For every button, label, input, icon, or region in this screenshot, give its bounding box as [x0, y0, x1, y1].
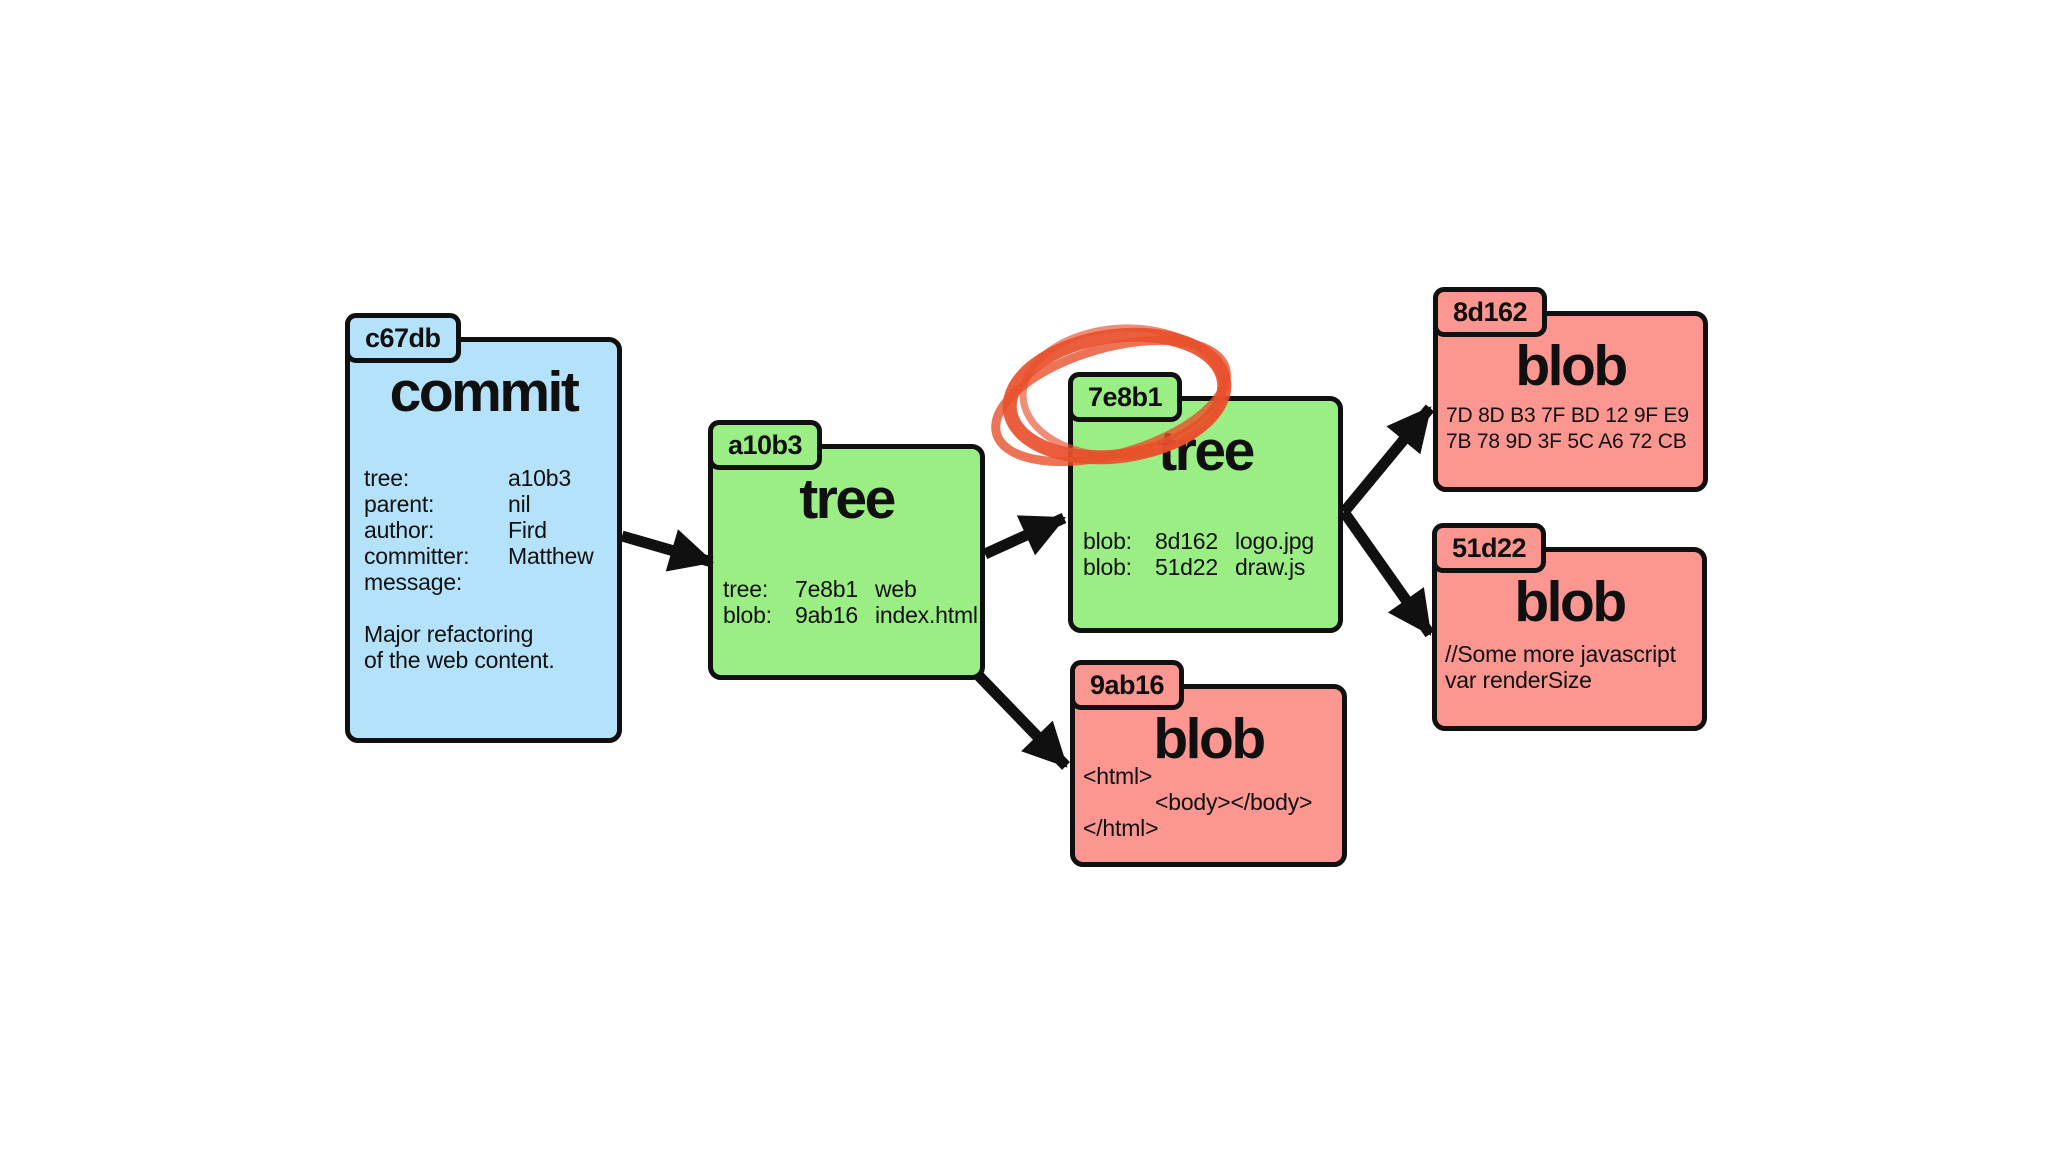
blob-51d22-box: blob //Some more javascript var renderSi… — [1432, 547, 1707, 731]
tree-7e8b1-box: tree blob: 8d162 logo.jpg blob: 51d22 dr… — [1068, 396, 1343, 633]
tree-entry: blob: 51d22 draw.js — [1083, 554, 1306, 580]
tree-7e8b1-node: 7e8b1 tree blob: 8d162 logo.jpg blob: 51… — [1068, 372, 1343, 633]
edge-tree-a10b3-to-tree-7e8b1 — [982, 512, 1067, 560]
tree-7e8b1-title: tree — [1158, 419, 1255, 483]
tree-entry: blob: 8d162 logo.jpg — [1083, 528, 1314, 554]
commit-node: c67db commit tree: a10b3 parent: nil aut… — [345, 313, 622, 743]
commit-field-message: message: — [364, 569, 463, 595]
blob-51d22-node: 51d22 blob //Some more javascript var re… — [1432, 523, 1707, 731]
blob-8d162-title: blob — [1515, 334, 1628, 398]
tree-7e8b1-entries: blob: 8d162 logo.jpg blob: 51d22 draw.js — [1073, 528, 1338, 580]
blob-51d22-id: 51d22 — [1452, 532, 1527, 563]
tree-a10b3-box: tree tree: 7e8b1 web blob: 9ab16 index.h… — [708, 444, 985, 680]
commit-field-author: author: Fird — [364, 517, 547, 543]
commit-field-parent: parent: nil — [364, 491, 531, 517]
blob-9ab16-title: blob — [1153, 707, 1266, 771]
blob-51d22-content: //Some more javascript var renderSize — [1445, 641, 1676, 693]
tree-a10b3-id-tab: a10b3 — [708, 420, 823, 470]
commit-title: commit — [389, 360, 580, 424]
tree-entry: tree: 7e8b1 web — [723, 576, 917, 602]
blob-9ab16-content: <html> <body></body> </html> — [1083, 763, 1313, 841]
tree-a10b3-title: tree — [799, 467, 896, 531]
edge-tree-7e8b1-to-blob-8d162 — [1339, 404, 1435, 516]
commit-message-line-1: Major refactoring — [364, 621, 534, 647]
commit-message-line-2: of the web content. — [364, 647, 555, 673]
blob-51d22-id-tab: 51d22 — [1432, 523, 1547, 573]
tree-a10b3-entries: tree: 7e8b1 web blob: 9ab16 index.html — [713, 576, 980, 628]
blob-8d162-node: 8d162 blob 7D 8D B3 7F BD 12 9F E9 7B 78… — [1433, 287, 1708, 492]
blob-8d162-box: blob 7D 8D B3 7F BD 12 9F E9 7B 78 9D 3F… — [1433, 311, 1708, 492]
tree-7e8b1-id-tab: 7e8b1 — [1068, 372, 1183, 422]
blob-9ab16-node: 9ab16 blob <html> <body></body> </html> — [1070, 660, 1347, 867]
commit-box: commit tree: a10b3 parent: nil author: F… — [345, 337, 622, 743]
blob-8d162-id: 8d162 — [1453, 296, 1528, 327]
edge-commit-to-tree-a10b3 — [620, 529, 715, 572]
blob-8d162-id-tab: 8d162 — [1433, 287, 1548, 337]
blob-8d162-content: 7D 8D B3 7F BD 12 9F E9 7B 78 9D 3F 5C A… — [1446, 404, 1689, 453]
blob-51d22-title: blob — [1514, 570, 1627, 634]
commit-field-committer: committer: Matthew — [364, 543, 594, 569]
commit-field-tree: tree: a10b3 — [364, 465, 571, 491]
edge-tree-7e8b1-to-blob-51d22 — [1339, 508, 1435, 638]
tree-a10b3-id: a10b3 — [728, 429, 803, 460]
edge-tree-a10b3-to-blob-9ab16 — [975, 672, 1070, 770]
tree-entry: blob: 9ab16 index.html — [723, 602, 978, 628]
blob-9ab16-box: blob <html> <body></body> </html> — [1070, 684, 1347, 867]
blob-9ab16-id-tab: 9ab16 — [1070, 660, 1185, 710]
commit-fields: tree: a10b3 parent: nil author: Fird com… — [364, 465, 611, 673]
commit-id: c67db — [365, 322, 441, 353]
commit-id-tab: c67db — [345, 313, 461, 363]
tree-a10b3-node: a10b3 tree tree: 7e8b1 web blob: 9ab16 i… — [708, 420, 985, 680]
tree-7e8b1-id: 7e8b1 — [1088, 381, 1163, 412]
blob-9ab16-id: 9ab16 — [1090, 669, 1165, 700]
